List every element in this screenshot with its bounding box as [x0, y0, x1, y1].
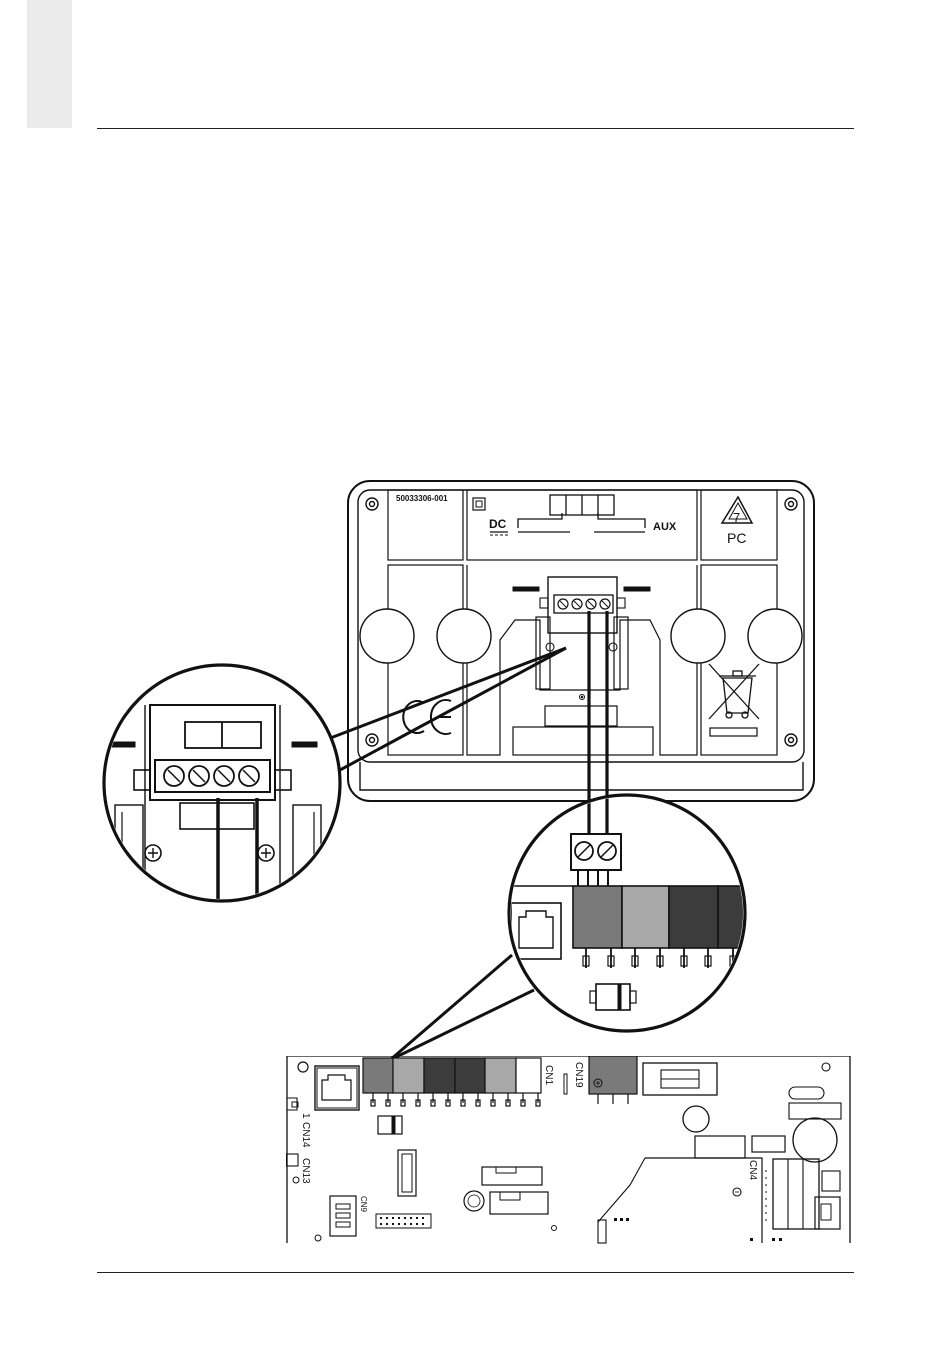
recycle-code: 7: [733, 510, 740, 525]
cn1-label: CN1: [543, 1065, 554, 1085]
cn9-label: CN9: [359, 1196, 368, 1213]
zoom-leader-lines-top: [320, 648, 566, 770]
thermostat-back-plate: 50033306-001 DC AUX 7 PC: [348, 481, 814, 801]
dc-label: DC: [489, 517, 507, 531]
cn14-pin-label: 1: [300, 1113, 311, 1119]
ce-mark-icon: [403, 700, 451, 734]
aux-connector-socket: [550, 495, 614, 515]
cn19-label: CN19: [573, 1062, 584, 1088]
recycle-material: PC: [727, 530, 746, 546]
part-number-label: 50033306-001: [396, 494, 448, 503]
plate-terminal-block: [513, 577, 650, 700]
board-terminal-row: [363, 1058, 541, 1106]
cn13-label: CN13: [300, 1158, 311, 1184]
crossed-bin-icon: [709, 664, 759, 736]
aux-label: AUX: [653, 521, 677, 533]
circuit-board: CN1 CN19 1 CN14 CN13: [286, 1056, 850, 1243]
cn4-label: CN4: [747, 1160, 758, 1180]
cn14-label: CN14: [300, 1122, 311, 1148]
zoom-leader-lines-bottom: [390, 955, 534, 1060]
